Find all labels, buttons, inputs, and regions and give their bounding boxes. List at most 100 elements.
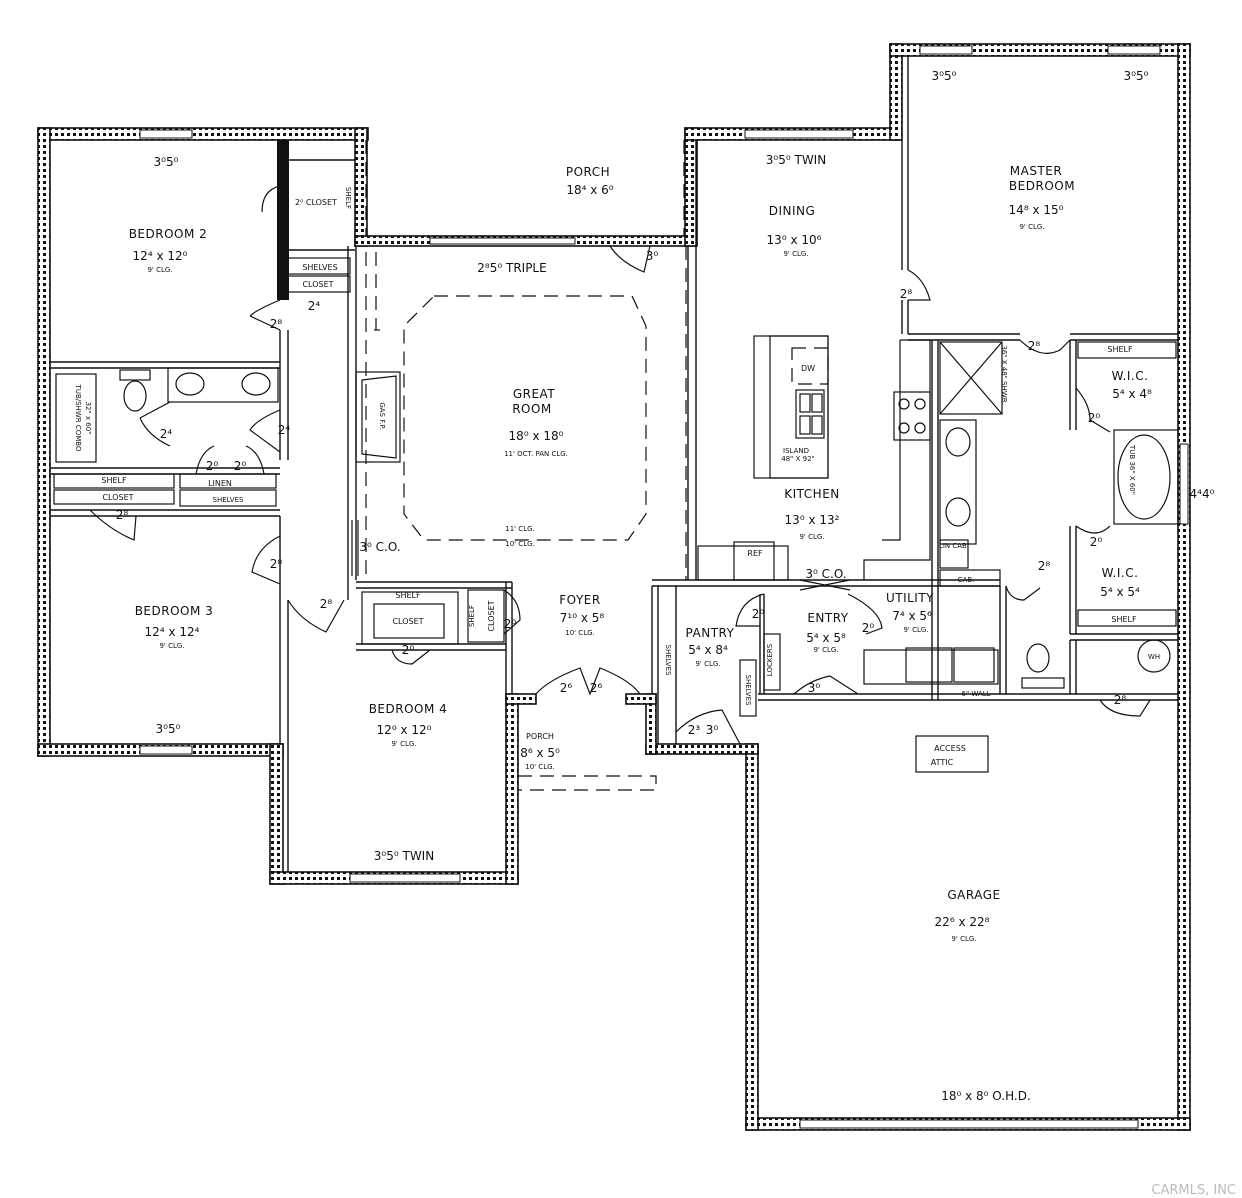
kitchen-label: KITCHEN 13⁰ x 13² 9' CLG.: [784, 487, 840, 541]
access-attic-label-1: ACCESS: [934, 744, 966, 753]
foyer-shelf-label: SHELF: [468, 605, 476, 627]
closet-bed2-label: 2⁰ CLOSET: [295, 198, 337, 207]
hall-shelves-label: SHELVES: [302, 263, 337, 272]
pantry-dim: 5⁴ x 8⁴: [688, 643, 728, 657]
svg-text:3⁰5⁰: 3⁰5⁰: [156, 722, 181, 736]
interior-walls: [50, 56, 1179, 872]
svg-text:2⁰: 2⁰: [206, 459, 219, 473]
bath-shelf-label: SHELF: [101, 476, 127, 485]
svg-text:2⁸: 2⁸: [116, 508, 129, 522]
windows: [139, 45, 1189, 1129]
svg-text:2⁸5⁰ TRIPLE: 2⁸5⁰ TRIPLE: [477, 261, 546, 275]
svg-text:2⁸: 2⁸: [270, 557, 283, 571]
bath-closet-label: CLOSET: [102, 493, 133, 502]
svg-text:2⁴: 2⁴: [278, 423, 291, 437]
svg-text:2⁰: 2⁰: [1088, 411, 1101, 425]
great-room-label: GREAT ROOM 18⁰ x 18⁰ 11' OCT. PAN CLG. 1…: [504, 387, 568, 548]
access-attic-label-2: ATTIC: [931, 758, 954, 767]
linen-shelves-label: SHELVES: [213, 496, 244, 504]
bedroom-3-dim: 12⁴ x 12⁴: [145, 625, 200, 639]
svg-text:2⁶: 2⁶: [590, 681, 603, 695]
entry-clg: 9' CLG.: [813, 646, 838, 654]
svg-text:2⁸: 2⁸: [1038, 559, 1051, 573]
svg-text:2⁰: 2⁰: [504, 617, 517, 631]
bedroom-2-name: BEDROOM 2: [129, 227, 208, 241]
shower-label: 36" X 48" SHWR: [1000, 345, 1008, 402]
svg-text:2⁶: 2⁶: [560, 681, 573, 695]
island-label: ISLAND: [783, 447, 809, 455]
garage-name: GARAGE: [947, 888, 1000, 902]
foyer-label: FOYER 7¹⁰ x 5⁸ 10' CLG.: [559, 593, 604, 637]
bedroom-3-clg: 9' CLG.: [159, 642, 184, 650]
bed4-closet-label: CLOSET: [392, 617, 423, 626]
great-room-clg10: 10' CLG.: [505, 540, 535, 548]
svg-text:2⁸: 2⁸: [1028, 339, 1041, 353]
foyer-dim: 7¹⁰ x 5⁸: [560, 611, 605, 625]
master-name2: BEDROOM: [1009, 179, 1075, 193]
wic-1-label: W.I.C. 5⁴ x 4⁸: [1112, 369, 1152, 401]
kitchen-clg: 9' CLG.: [799, 533, 824, 541]
kitchen-dim: 13⁰ x 13²: [785, 513, 840, 527]
svg-text:2³: 2³: [688, 723, 701, 737]
dining-label: DINING 13⁰ x 10⁶ 9' CLG.: [767, 204, 822, 258]
bedroom-2-dim: 12⁴ x 12⁰: [133, 249, 188, 263]
svg-text:3⁰: 3⁰: [646, 249, 659, 263]
svg-text:2⁴: 2⁴: [308, 299, 321, 313]
svg-text:3⁰ C.O.: 3⁰ C.O.: [805, 567, 846, 581]
utility-clg: 9' CLG.: [903, 626, 928, 634]
entry-label: ENTRY 5⁴ x 5⁸ 9' CLG.: [806, 611, 848, 654]
fixture-labels: 2⁰ CLOSET SHELF SHELVES CLOSET SHELF CLO…: [74, 187, 1160, 767]
svg-text:3⁰5⁰ TWIN: 3⁰5⁰ TWIN: [374, 849, 434, 863]
pantry-label: PANTRY 5⁴ x 8⁴ 9' CLG.: [686, 626, 735, 668]
wic-2-shelf-label: SHELF: [1111, 615, 1137, 624]
gas-fireplace-label: GAS F.P.: [378, 402, 386, 429]
dining-name: DINING: [769, 204, 816, 218]
pantry-name: PANTRY: [686, 626, 735, 640]
svg-text:2⁰: 2⁰: [862, 621, 875, 635]
wic-2-label: W.I.C. 5⁴ x 5⁴: [1100, 566, 1140, 599]
svg-text:3⁰5⁰ TWIN: 3⁰5⁰ TWIN: [766, 153, 826, 167]
foyer-name: FOYER: [559, 593, 600, 607]
great-room-dim: 18⁰ x 18⁰: [509, 429, 564, 443]
wic-1-name: W.I.C.: [1112, 369, 1149, 383]
master-dim: 14⁸ x 15⁰: [1009, 203, 1064, 217]
svg-text:3⁰5⁰: 3⁰5⁰: [932, 69, 957, 83]
garage-dim: 22⁶ x 22⁸: [935, 915, 990, 929]
bedroom-4-name: BEDROOM 4: [369, 702, 448, 716]
doors: [89, 185, 1151, 745]
front-porch-label: PORCH 8⁶ x 5⁰ 10' CLG.: [520, 732, 560, 771]
dishwasher-label: DW: [801, 364, 815, 373]
bedroom-4-label: BEDROOM 4 12⁰ x 12⁰ 9' CLG.: [369, 702, 448, 748]
master-clg: 9' CLG.: [1019, 223, 1044, 231]
svg-text:3⁰5⁰: 3⁰5⁰: [1124, 69, 1149, 83]
garage-label: GARAGE 22⁶ x 22⁸ 9' CLG. 18⁰ x 8⁰ O.H.D.: [935, 888, 1031, 1103]
master-name1: MASTER: [1010, 164, 1062, 178]
utility-label: UTILITY 7⁴ x 5⁶ 9' CLG.: [886, 591, 934, 634]
utility-dim: 7⁴ x 5⁶: [892, 609, 932, 623]
cab-label: CAB.: [958, 576, 975, 584]
bedroom-4-dim: 12⁰ x 12⁰: [377, 723, 432, 737]
rear-porch-label: PORCH 18⁴ x 6⁰: [566, 165, 614, 197]
entry-name: ENTRY: [807, 611, 848, 625]
dashed-lines: [365, 140, 687, 791]
svg-text:2⁰: 2⁰: [402, 643, 415, 657]
utility-name: UTILITY: [886, 591, 934, 605]
svg-text:2⁰: 2⁰: [752, 607, 765, 621]
tub-shower-dim-label: 32" x 60": [84, 402, 92, 435]
svg-text:2⁴: 2⁴: [160, 427, 173, 441]
entry-dim: 5⁴ x 5⁸: [806, 631, 846, 645]
rear-porch-dim: 18⁴ x 6⁰: [566, 183, 613, 197]
tub-label: TUB 36" X 60": [1128, 444, 1136, 495]
bedroom-4-clg: 9' CLG.: [391, 740, 416, 748]
tub-shower-combo-label: TUB/SHWR COMBO: [74, 384, 82, 452]
rear-porch-name: PORCH: [566, 165, 610, 179]
linen-label: LINEN: [208, 479, 232, 488]
svg-text:2⁸: 2⁸: [900, 287, 913, 301]
bedroom-3-name: BEDROOM 3: [135, 604, 214, 618]
svg-text:2⁸: 2⁸: [1114, 693, 1127, 707]
great-room-name2: ROOM: [512, 402, 552, 416]
svg-text:2⁸: 2⁸: [320, 597, 333, 611]
wic-2-dim: 5⁴ x 5⁴: [1100, 585, 1140, 599]
watermark: CARMLS, INC: [1151, 1183, 1236, 1198]
